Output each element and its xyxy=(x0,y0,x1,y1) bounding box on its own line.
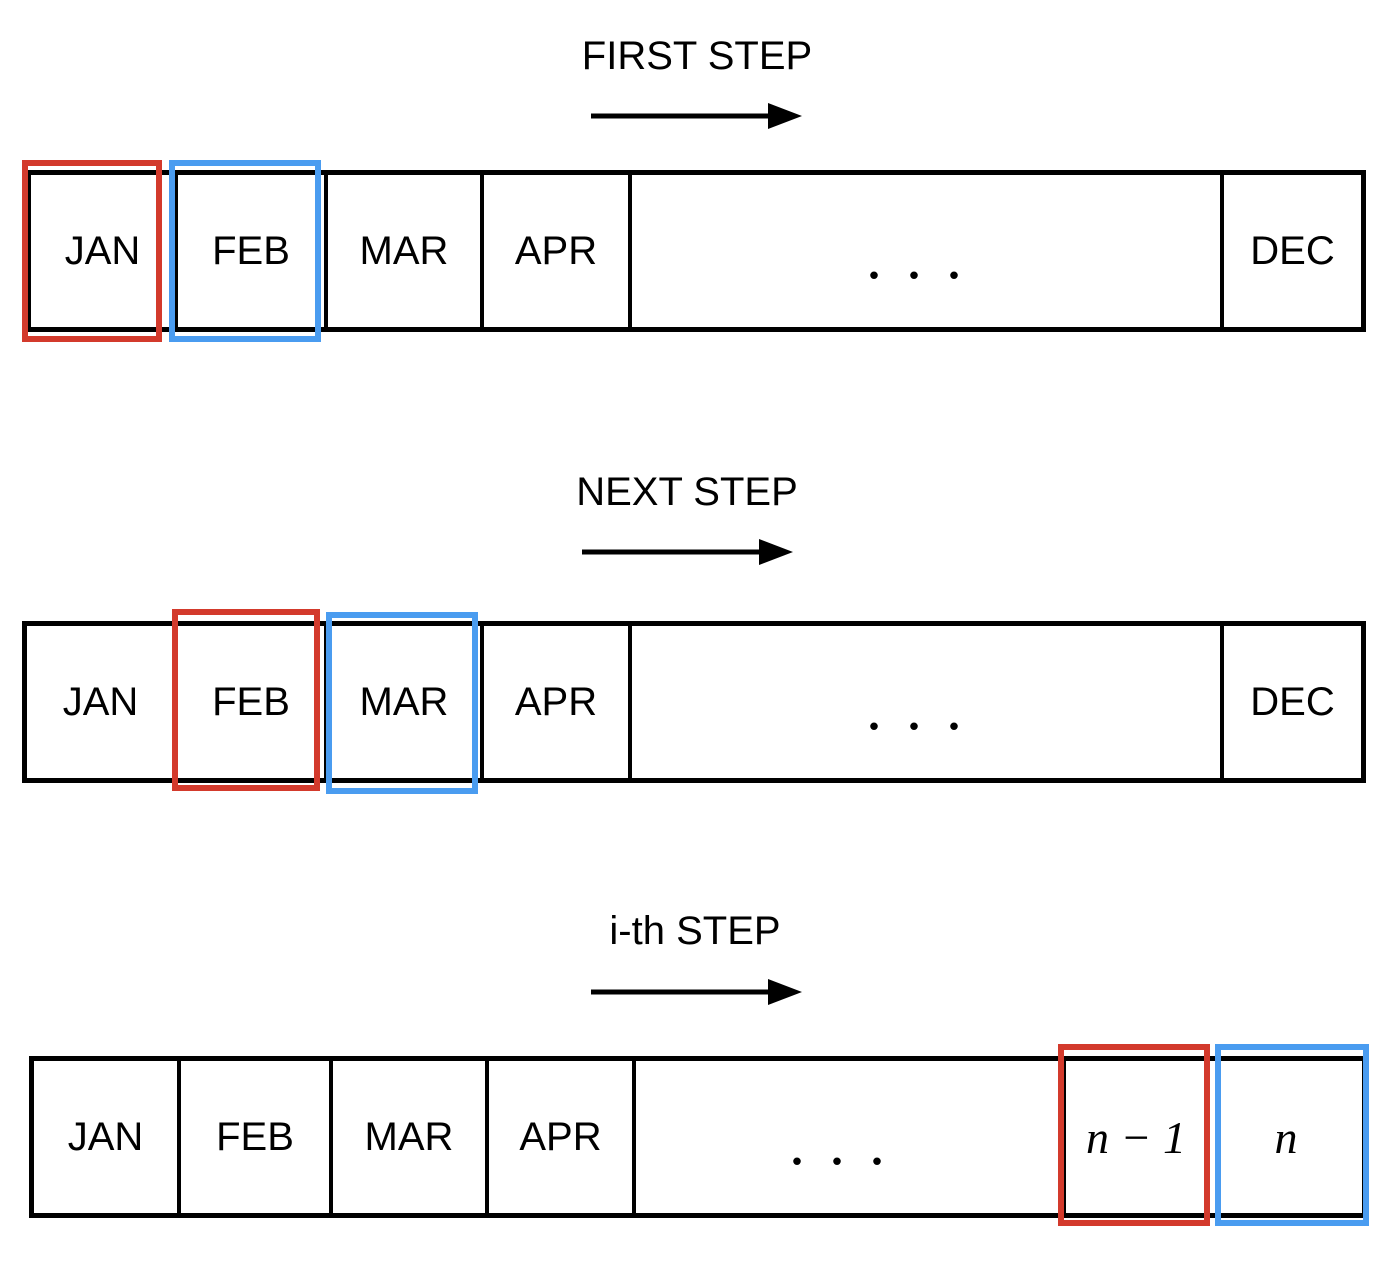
cell-divider xyxy=(1220,626,1224,778)
cell-divider xyxy=(1062,1061,1066,1213)
right-arrow-icon xyxy=(591,103,802,129)
next-window-highlight xyxy=(1215,1044,1369,1226)
cell-feb: FEB xyxy=(212,228,290,273)
cell-ellipsis: ... xyxy=(789,1107,909,1178)
cell-jan: JAN xyxy=(67,1114,144,1159)
current-window-highlight xyxy=(22,160,162,342)
cell-dec: DEC xyxy=(1250,679,1335,724)
cell-divider xyxy=(628,626,632,778)
cell-jan: JAN xyxy=(62,679,139,724)
month-strip: JAN FEB MAR APR ... DEC xyxy=(26,170,1366,332)
cell-jan: JAN xyxy=(64,228,141,273)
cell-dec: DEC xyxy=(1250,228,1335,273)
right-arrow-icon xyxy=(582,539,793,565)
cell-ellipsis: ... xyxy=(866,221,986,292)
cell-mar: MAR xyxy=(359,679,449,724)
current-window-highlight xyxy=(1058,1044,1210,1226)
cell-divider xyxy=(324,175,328,327)
cell-mar: MAR xyxy=(359,228,449,273)
cell-divider xyxy=(485,1061,489,1213)
step-title: i-th STEP xyxy=(609,909,781,953)
cell-divider xyxy=(480,175,484,327)
next-window-highlight xyxy=(326,612,478,794)
cell-divider xyxy=(480,626,484,778)
cell-apr: APR xyxy=(514,228,598,273)
right-arrow-icon xyxy=(591,979,802,1005)
cell-n: n xyxy=(1274,1111,1298,1163)
step-title: FIRST STEP xyxy=(581,34,813,78)
cell-divider xyxy=(174,175,178,327)
cell-feb: FEB xyxy=(212,679,290,724)
cell-divider xyxy=(329,1061,333,1213)
step-title: NEXT STEP xyxy=(576,470,798,514)
cell-divider xyxy=(177,1061,181,1213)
cell-feb: FEB xyxy=(216,1114,294,1159)
cell-divider xyxy=(628,175,632,327)
month-strip: JAN FEB MAR APR ... DEC xyxy=(22,621,1366,783)
cell-apr: APR xyxy=(514,679,598,724)
cell-divider xyxy=(1220,175,1224,327)
cell-mar: MAR xyxy=(364,1114,454,1159)
next-window-highlight xyxy=(169,160,321,342)
cell-apr: APR xyxy=(519,1114,602,1159)
current-window-highlight xyxy=(172,609,320,791)
cell-ellipsis: ... xyxy=(866,672,986,743)
cell-n-minus-1: n − 1 xyxy=(1085,1111,1187,1163)
cell-divider xyxy=(632,1061,636,1213)
